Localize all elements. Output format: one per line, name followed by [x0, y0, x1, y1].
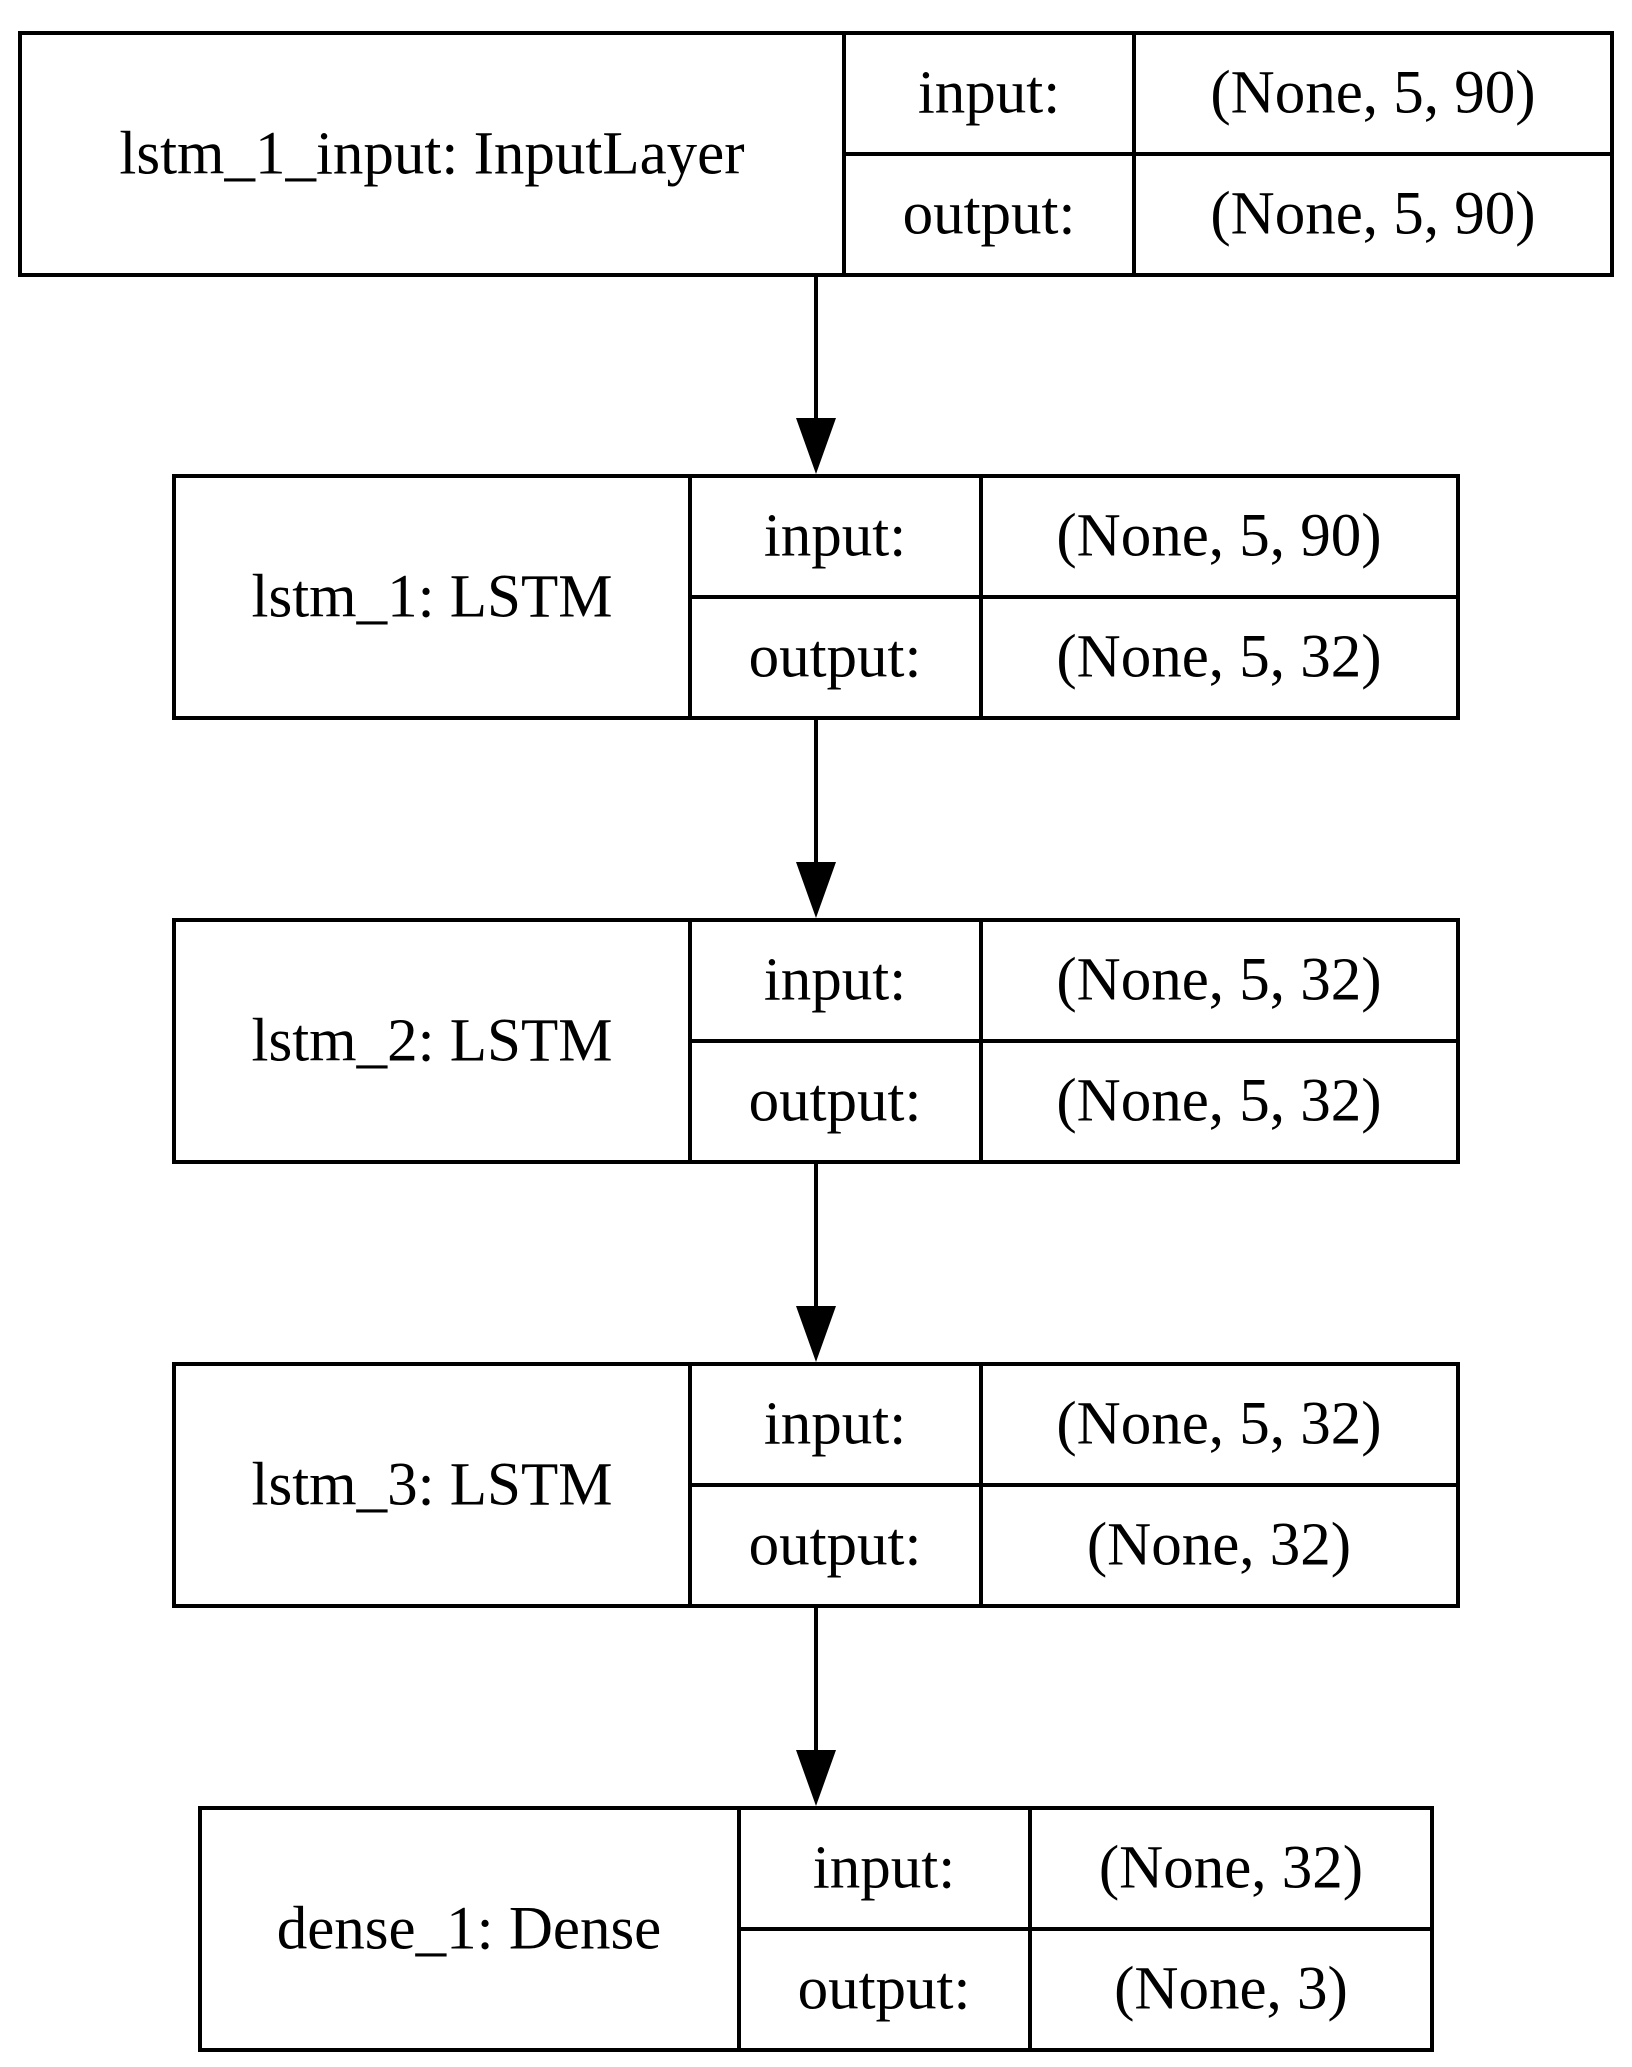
- layer-name: dense_1: Dense: [277, 1896, 662, 1963]
- output-label: output:: [903, 181, 1076, 248]
- layer-name: lstm_3: LSTM: [252, 1452, 613, 1519]
- edge-lstm1-to-lstm2: [796, 718, 836, 918]
- output-shape: (None, 5, 32): [1056, 624, 1381, 691]
- arrowhead: [796, 1306, 836, 1362]
- arrowhead: [796, 862, 836, 918]
- input-shape: (None, 32): [1099, 1835, 1363, 1902]
- input-shape: (None, 5, 90): [1210, 60, 1535, 127]
- layer-node-lstm-3: lstm_3: LSTM input: (None, 5, 32) output…: [172, 1362, 1460, 1608]
- layer-node-lstm-1-input: lstm_1_input: InputLayer input: (None, 5…: [18, 31, 1614, 277]
- layer-node-dense-1: dense_1: Dense input: (None, 32) output:…: [198, 1806, 1434, 2052]
- layer-name: lstm_1: LSTM: [252, 564, 613, 631]
- output-shape: (None, 32): [1087, 1512, 1351, 1579]
- arrowhead: [796, 1750, 836, 1806]
- input-label: input:: [813, 1835, 955, 1902]
- input-shape: (None, 5, 90): [1056, 503, 1381, 570]
- input-shape: (None, 5, 32): [1056, 1391, 1381, 1458]
- edge-input-to-lstm1: [796, 275, 836, 474]
- layer-name: lstm_1_input: InputLayer: [119, 121, 744, 188]
- input-label: input:: [764, 1391, 906, 1458]
- input-shape: (None, 5, 32): [1056, 947, 1381, 1014]
- output-label: output:: [749, 1512, 922, 1579]
- layer-node-lstm-1: lstm_1: LSTM input: (None, 5, 90) output…: [172, 474, 1460, 720]
- output-label: output:: [798, 1956, 971, 2023]
- edge-lstm3-to-dense1: [796, 1606, 836, 1806]
- output-shape: (None, 3): [1114, 1956, 1348, 2023]
- edges: [796, 275, 836, 1806]
- output-label: output:: [749, 624, 922, 691]
- output-shape: (None, 5, 32): [1056, 1068, 1381, 1135]
- arrowhead: [796, 418, 836, 474]
- layer-name: lstm_2: LSTM: [252, 1008, 613, 1075]
- input-label: input:: [764, 947, 906, 1014]
- output-shape: (None, 5, 90): [1210, 181, 1535, 248]
- input-label: input:: [918, 60, 1060, 127]
- output-label: output:: [749, 1068, 922, 1135]
- edge-lstm2-to-lstm3: [796, 1162, 836, 1362]
- layer-node-lstm-2: lstm_2: LSTM input: (None, 5, 32) output…: [172, 918, 1460, 1164]
- input-label: input:: [764, 503, 906, 570]
